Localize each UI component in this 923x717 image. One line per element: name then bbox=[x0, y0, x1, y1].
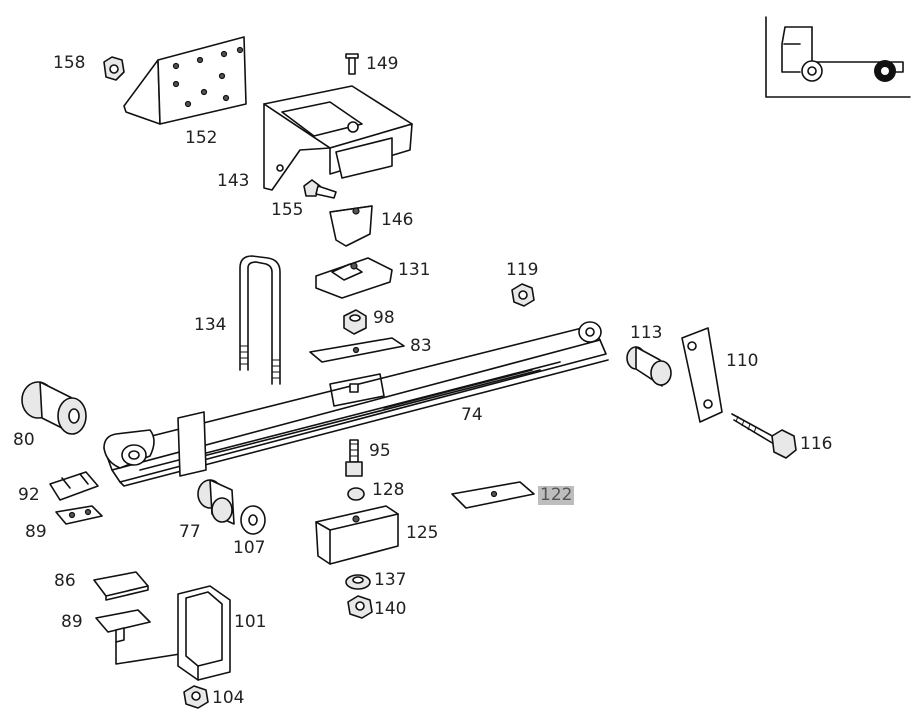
rubber-buffer-146[interactable] bbox=[329, 205, 373, 247]
callout-119[interactable]: 119 bbox=[506, 260, 539, 280]
shim-plate-83[interactable] bbox=[309, 337, 405, 363]
callout-95[interactable]: 95 bbox=[369, 441, 391, 461]
callout-101[interactable]: 101 bbox=[234, 612, 267, 632]
callout-146[interactable]: 146 bbox=[381, 210, 414, 230]
callout-152[interactable]: 152 bbox=[185, 128, 218, 148]
shackle-plate-110[interactable] bbox=[681, 327, 723, 423]
vehicle-locator-icon bbox=[765, 16, 911, 98]
bushing-113[interactable] bbox=[626, 346, 672, 387]
callout-89-lower[interactable]: 89 bbox=[61, 612, 83, 632]
callout-104[interactable]: 104 bbox=[212, 688, 245, 708]
callout-155[interactable]: 155 bbox=[271, 200, 304, 220]
callout-128[interactable]: 128 bbox=[372, 480, 405, 500]
spring-pad-131[interactable] bbox=[315, 257, 393, 299]
pad-89-upper[interactable] bbox=[55, 505, 103, 525]
callout-86[interactable]: 86 bbox=[54, 571, 76, 591]
hex-nut-98[interactable] bbox=[343, 309, 367, 335]
clamp-bracket-101[interactable] bbox=[177, 585, 231, 681]
rubber-bushing-77[interactable] bbox=[197, 479, 235, 525]
callout-110[interactable]: 110 bbox=[726, 351, 759, 371]
callout-116[interactable]: 116 bbox=[800, 434, 833, 454]
u-bolt-134[interactable] bbox=[239, 255, 281, 385]
callout-131[interactable]: 131 bbox=[398, 260, 431, 280]
callout-98[interactable]: 98 bbox=[373, 308, 395, 328]
bolt-149[interactable] bbox=[345, 53, 359, 75]
callout-125[interactable]: 125 bbox=[406, 523, 439, 543]
callout-77[interactable]: 77 bbox=[179, 522, 201, 542]
callout-89-upper[interactable]: 89 bbox=[25, 522, 47, 542]
washer-128[interactable] bbox=[347, 487, 365, 501]
hex-nut-119[interactable] bbox=[511, 283, 535, 307]
shim-plate-122[interactable] bbox=[451, 481, 535, 509]
mounting-plate-152[interactable] bbox=[123, 36, 247, 125]
hex-nut-104[interactable] bbox=[183, 685, 209, 709]
pad-86[interactable] bbox=[93, 571, 149, 601]
spring-bracket-143[interactable] bbox=[263, 85, 413, 191]
callout-134[interactable]: 134 bbox=[194, 315, 227, 335]
bolt-95[interactable] bbox=[345, 439, 363, 477]
callout-149[interactable]: 149 bbox=[366, 54, 399, 74]
callout-74[interactable]: 74 bbox=[461, 405, 483, 425]
callout-140[interactable]: 140 bbox=[374, 599, 407, 619]
washer-107[interactable] bbox=[240, 505, 266, 535]
washer-137[interactable] bbox=[345, 574, 371, 590]
callout-158[interactable]: 158 bbox=[53, 53, 86, 73]
callout-143[interactable]: 143 bbox=[217, 171, 250, 191]
hex-nut-158[interactable] bbox=[103, 56, 125, 81]
callout-83[interactable]: 83 bbox=[410, 336, 432, 356]
spacer-block-125[interactable] bbox=[315, 505, 399, 565]
leaf-spring-74[interactable] bbox=[103, 321, 609, 487]
bolt-155[interactable] bbox=[303, 179, 337, 199]
callout-80[interactable]: 80 bbox=[13, 430, 35, 450]
callout-137[interactable]: 137 bbox=[374, 570, 407, 590]
callout-113[interactable]: 113 bbox=[630, 323, 663, 343]
callout-92[interactable]: 92 bbox=[18, 485, 40, 505]
callout-107[interactable]: 107 bbox=[233, 538, 266, 558]
pad-89-lower[interactable] bbox=[95, 609, 181, 665]
rubber-bushing-80[interactable] bbox=[21, 381, 87, 435]
hex-nut-140[interactable] bbox=[347, 595, 373, 619]
bolt-116[interactable] bbox=[731, 413, 797, 459]
spring-clip-92[interactable] bbox=[49, 471, 99, 501]
callout-122-highlighted[interactable]: 122 bbox=[538, 485, 575, 505]
